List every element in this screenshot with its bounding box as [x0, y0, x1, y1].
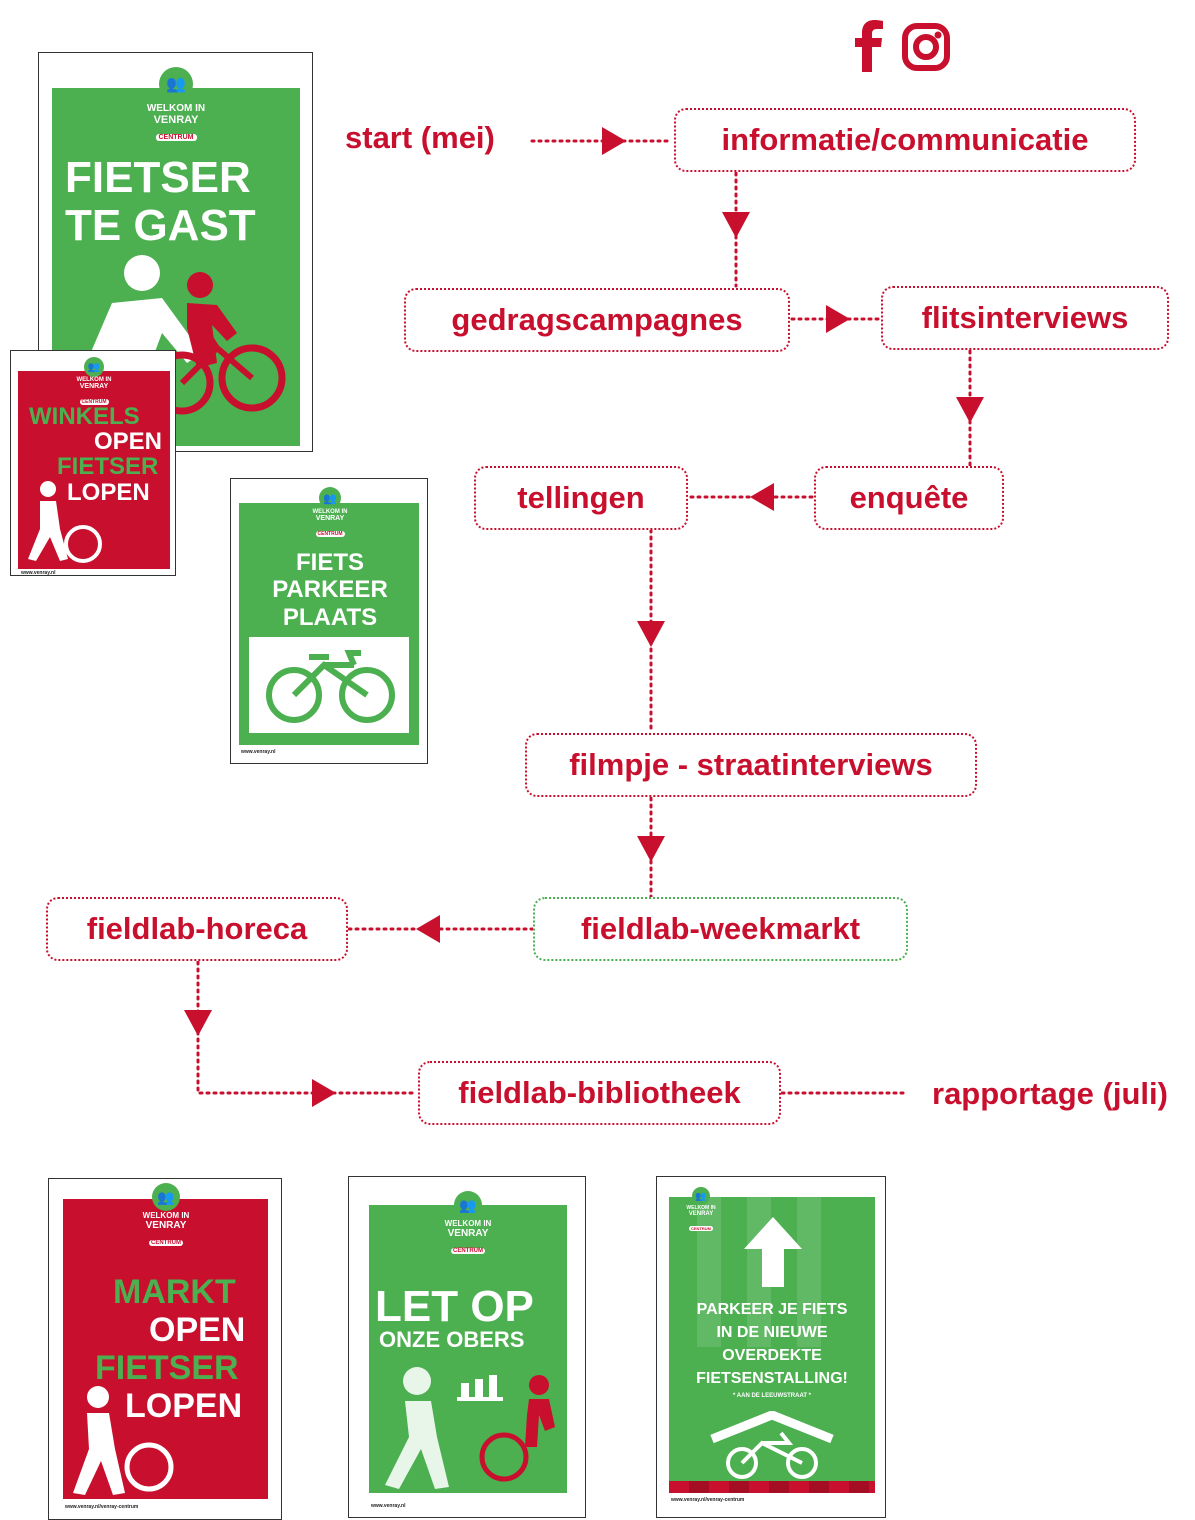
arrowhead-down	[956, 397, 984, 423]
poster-headline-1: FIETSER	[65, 153, 251, 202]
poster-headline-2: TE GAST	[65, 201, 256, 250]
node-flitsinterviews: flitsinterviews	[881, 286, 1169, 350]
connector-horeca-bibliotheek	[196, 960, 419, 1095]
poster-url: www.venray.nl	[241, 749, 276, 755]
waiter-cyclist-illustration	[385, 1367, 555, 1489]
poster-parkeer-je-fiets: 👥 WELKOM IN VENRAY CENTRUM PARKEER JE FI…	[656, 1176, 886, 1518]
arrowhead-right	[826, 305, 850, 333]
node-label: informatie/communicatie	[721, 122, 1089, 157]
arrowhead-down	[637, 621, 665, 647]
poster-markt-open: 👥 WELKOM IN VENRAY CENTRUM MARKT OPEN FI…	[48, 1178, 282, 1520]
node-informatie-communicatie: informatie/communicatie	[674, 108, 1136, 172]
walking-cyclist-illustration	[28, 481, 102, 563]
poster-headline-2: ONZE OBERS	[379, 1327, 525, 1352]
arrow-up-icon	[744, 1217, 802, 1287]
stripe	[797, 1197, 821, 1347]
node-tellingen: tellingen	[474, 466, 688, 530]
poster-headline-1: MARKT	[113, 1273, 236, 1311]
arrowhead-right	[602, 127, 626, 155]
poster-let-op-onze-obers: 👥 WELKOM IN VENRAY CENTRUM LET OP ONZE O…	[348, 1176, 586, 1518]
node-label: fieldlab-bibliotheek	[458, 1075, 741, 1110]
poster-line-2: IN DE NIEUWE	[716, 1324, 828, 1341]
bike-shelter-icon	[710, 1411, 834, 1479]
poster-headline-2: PARKEER	[272, 576, 388, 603]
poster-headline-2: OPEN	[149, 1311, 246, 1349]
poster-url: www.venray.nl	[21, 570, 56, 576]
node-label: fieldlab-weekmarkt	[580, 911, 861, 946]
poster-line-5: * AAN DE LEEUWSTRAAT *	[733, 1393, 811, 1399]
poster-headline-3: FIETSER	[57, 453, 159, 480]
bike-panel	[249, 637, 409, 733]
poster-headline-1: WINKELS	[29, 403, 140, 430]
poster-fietser-te-gast: 👥 WELKOM IN VENRAY CENTRUM FIETSER TE GA…	[38, 52, 313, 452]
poster-headline-2: OPEN	[94, 428, 163, 455]
arrowhead-down	[184, 1010, 212, 1036]
poster-line-1: PARKEER JE FIETS	[696, 1301, 848, 1318]
venray-logo: 👥 WELKOM IN VENRAY CENTRUM	[131, 1183, 201, 1249]
poster-headline-4: LOPEN	[125, 1387, 243, 1425]
poster-line-4: FIETSENSTALLING!	[696, 1370, 848, 1387]
instagram-icon[interactable]	[902, 23, 950, 71]
poster-headline-1: FIETS	[295, 549, 364, 576]
node-fieldlab-bibliotheek: fieldlab-bibliotheek	[418, 1061, 781, 1125]
node-label: gedragscampagnes	[451, 302, 743, 337]
venray-logo: 👥 WELKOM IN VENRAY CENTRUM	[136, 67, 216, 144]
facebook-icon[interactable]	[853, 20, 887, 72]
node-enquete: enquête	[814, 466, 1004, 530]
node-label: tellingen	[517, 480, 645, 515]
walking-cyclist-illustration	[73, 1386, 174, 1495]
poster-headline-1: LET OP	[375, 1282, 534, 1331]
poster-fiets-parkeer-plaats: 👥 WELKOM IN VENRAY CENTRUM FIETS PARKEER…	[230, 478, 428, 764]
node-filmpje-straatinterviews: filmpje - straatinterviews	[525, 733, 977, 797]
poster-headline-4: LOPEN	[67, 479, 150, 506]
poster-headline-3: PLAATS	[282, 604, 378, 631]
red-bottom-strip	[669, 1481, 875, 1493]
venray-logo: 👥 WELKOM IN VENRAY CENTRUM	[679, 1187, 723, 1235]
poster-url: www.venray.nl	[371, 1503, 406, 1509]
venray-logo: 👥 WELKOM IN VENRAY CENTRUM	[433, 1191, 503, 1257]
poster-url: www.venray.nl/venray-centrum	[65, 1504, 139, 1510]
node-label: fieldlab-horeca	[86, 911, 308, 946]
arrowhead-down	[637, 836, 665, 862]
arrowhead-right	[312, 1079, 336, 1107]
venray-logo: 👥 WELKOM IN VENRAY CENTRUM	[68, 357, 120, 408]
node-fieldlab-horeca: fieldlab-horeca	[46, 897, 348, 961]
poster-line-3: OVERDEKTE	[722, 1347, 822, 1364]
poster-url: www.venray.nl/venray-centrum	[671, 1497, 745, 1503]
node-label: flitsinterviews	[921, 300, 1129, 335]
poster-headline-3: FIETSER	[95, 1349, 239, 1387]
node-label: filmpje - straatinterviews	[569, 747, 933, 782]
start-label: start (mei)	[345, 120, 495, 155]
node-label: enquête	[849, 480, 969, 515]
arrowhead-left	[750, 483, 774, 511]
arrowhead-down	[722, 212, 750, 238]
cyclists-illustration	[82, 255, 286, 415]
stripe	[697, 1197, 721, 1347]
node-gedragscampagnes: gedragscampagnes	[404, 288, 790, 352]
poster-winkels-open: 👥 WELKOM IN VENRAY CENTRUM WINKELS OPEN …	[10, 350, 176, 576]
bicycle-icon	[266, 650, 395, 723]
arrowhead-left	[416, 915, 440, 943]
node-fieldlab-weekmarkt: fieldlab-weekmarkt	[533, 897, 908, 961]
venray-logo: 👥 WELKOM IN VENRAY CENTRUM	[303, 487, 357, 540]
rapportage-label: rapportage (juli)	[932, 1076, 1168, 1111]
